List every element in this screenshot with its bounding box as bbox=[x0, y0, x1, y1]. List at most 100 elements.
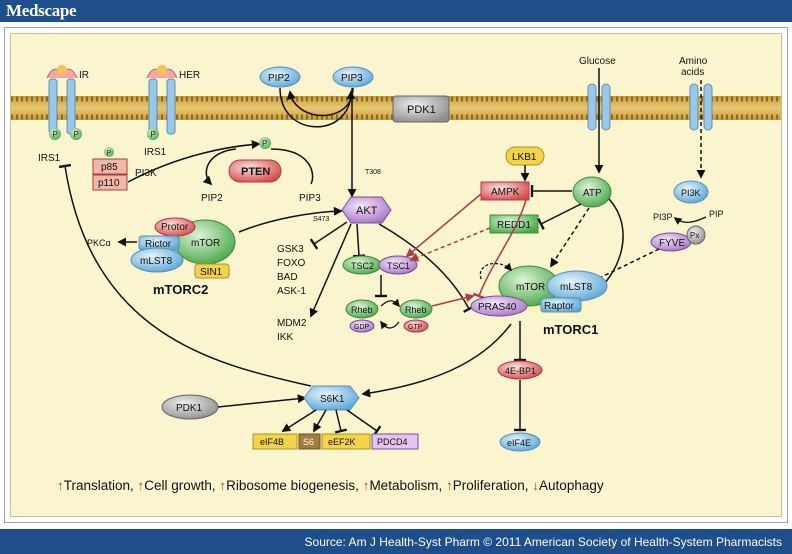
s6k1-to-s6-arrow bbox=[313, 409, 327, 433]
outcome-text: Proliferation, bbox=[453, 478, 529, 493]
mtorc1-feedback-loop bbox=[479, 262, 513, 280]
ampk-to-raptor-inhibit bbox=[472, 199, 527, 300]
redd1-to-tsc-arrow bbox=[409, 227, 491, 262]
rheb-to-mtorc1-arrow bbox=[431, 293, 475, 307]
outcome-arrow: ↑ bbox=[446, 478, 453, 493]
fyve-to-mtorc1-arrow bbox=[589, 248, 660, 283]
outcome-text: Cell growth, bbox=[144, 478, 215, 493]
px-node[interactable] bbox=[686, 225, 706, 245]
rheb-gtp-node[interactable] bbox=[399, 299, 433, 319]
pi3k-right-label: PI3K bbox=[681, 188, 701, 198]
pathway-svg: P P IR P HER Glucose Amino acids PIP2 PI… bbox=[11, 56, 781, 493]
eif4e-label: eIF4E bbox=[507, 438, 531, 448]
amino-acid-transporter[interactable] bbox=[689, 83, 713, 131]
pip2-membrane-label: PIP2 bbox=[268, 73, 290, 84]
tsc1-label: TSC1 bbox=[387, 261, 410, 271]
atp-node[interactable] bbox=[572, 176, 612, 208]
pip-right-label: PIP bbox=[709, 209, 724, 219]
redd1-label: REDD1 bbox=[497, 220, 531, 231]
pten-cycle-right bbox=[270, 148, 314, 185]
px-label: Px bbox=[690, 231, 699, 240]
pkca-label: PKCα bbox=[87, 238, 111, 248]
outcome-arrow: ↑ bbox=[57, 478, 64, 493]
s6k1-to-eef2k-inhibit bbox=[334, 409, 348, 434]
ampk-node[interactable] bbox=[480, 181, 530, 201]
akt-label: AKT bbox=[356, 205, 378, 217]
tsc1-node[interactable] bbox=[378, 255, 418, 275]
s6-box[interactable] bbox=[298, 433, 321, 450]
akt-to-tsc2-inhibit bbox=[352, 223, 366, 258]
mtorc2-complex[interactable] bbox=[130, 217, 236, 279]
akt-to-gsk3-inhibit bbox=[309, 221, 348, 250]
p-label: P bbox=[151, 130, 156, 139]
outcome-text: Autophagy bbox=[539, 478, 604, 493]
s473-label: S473 bbox=[313, 216, 329, 223]
pip3-membrane[interactable] bbox=[332, 66, 374, 88]
pten-label: PTEN bbox=[241, 166, 270, 178]
pdk1-membrane-label: PDK1 bbox=[407, 104, 436, 116]
s6-label: S6 bbox=[303, 437, 314, 447]
header-bar: Medscape bbox=[0, 0, 792, 22]
ikk-label: IKK bbox=[277, 332, 293, 343]
akt-to-pras40-inhibit bbox=[378, 223, 475, 313]
eif4b-box[interactable] bbox=[252, 433, 298, 450]
pip-to-pi3p-arrow bbox=[673, 216, 707, 225]
s6k1-label: S6K1 bbox=[320, 394, 345, 405]
pip2-membrane[interactable] bbox=[259, 66, 301, 88]
ir-receptor[interactable]: P P bbox=[46, 65, 82, 140]
outcome-text: Ribosome biogenesis, bbox=[226, 478, 359, 493]
p-dot bbox=[259, 137, 271, 149]
rictor-label: Rictor bbox=[145, 239, 172, 250]
p85-label: p85 bbox=[101, 162, 118, 173]
tsc2-label: TSC2 bbox=[351, 261, 374, 271]
outcome-arrow: ↑ bbox=[219, 478, 226, 493]
p-label: P bbox=[53, 130, 58, 139]
footer-bar: Source: Am J Health-Syst Pharm © 2011 Am… bbox=[0, 529, 792, 554]
pten-box[interactable] bbox=[228, 159, 282, 183]
ampk-to-tsc-arrow bbox=[405, 193, 482, 258]
4ebp1-node[interactable] bbox=[497, 360, 543, 380]
gtp-node[interactable] bbox=[403, 319, 429, 333]
p110-label: p110 bbox=[98, 178, 120, 189]
mdm2-label: MDM2 bbox=[277, 318, 307, 329]
foxo-label: FOXO bbox=[277, 258, 306, 269]
her-receptor[interactable]: P bbox=[146, 65, 178, 140]
pras40-label: PRAS40 bbox=[478, 302, 517, 313]
eef2k-box[interactable] bbox=[321, 433, 371, 450]
glucose-transporter[interactable] bbox=[587, 83, 611, 131]
pdk1-membrane-box[interactable] bbox=[392, 95, 450, 123]
source-citation: Source: Am J Health-Syst Pharm © 2011 Am… bbox=[304, 535, 782, 549]
rheb-gdp-node[interactable] bbox=[345, 299, 379, 319]
t308-label: T308 bbox=[365, 169, 381, 176]
mtorc2-to-akt-arrow bbox=[238, 206, 343, 233]
mtor2-label: mTOR bbox=[191, 238, 220, 249]
s6k1-node[interactable] bbox=[303, 385, 360, 411]
medscape-logo[interactable]: Medscape bbox=[6, 1, 77, 20]
raptor-label: Raptor bbox=[544, 301, 575, 312]
s6k1-to-eif4b-arrow bbox=[281, 409, 317, 432]
irs1-right-label: IRS1 bbox=[144, 147, 167, 158]
ask1-label: ASK-1 bbox=[277, 286, 306, 297]
s6k1-to-pdcd4-inhibit bbox=[346, 409, 382, 437]
rheb2-label: Rheb bbox=[405, 305, 427, 315]
glucose-label: Glucose bbox=[579, 56, 616, 67]
pi3k-right-node[interactable] bbox=[673, 180, 709, 204]
mtorc1-complex[interactable] bbox=[470, 265, 608, 324]
p-dot bbox=[104, 147, 114, 157]
eef2k-label: eEF2K bbox=[328, 437, 356, 447]
mlst8-1-label: mLST8 bbox=[560, 282, 593, 293]
gsk3-label: GSK3 bbox=[277, 244, 304, 255]
gdp-label: GDP bbox=[354, 324, 370, 331]
p110-box[interactable] bbox=[92, 174, 128, 191]
amino-label: Amino bbox=[679, 56, 708, 67]
p85-box[interactable] bbox=[92, 158, 128, 175]
gdp-node[interactable] bbox=[349, 319, 375, 333]
outcomes-line: ↑Translation, ↑Cell growth, ↑Ribosome bi… bbox=[57, 478, 604, 493]
ir-label: IR bbox=[79, 70, 89, 81]
pip3-membrane-label: PIP3 bbox=[341, 73, 363, 84]
pdcd4-box[interactable] bbox=[371, 433, 419, 450]
bad-label: BAD bbox=[277, 272, 298, 283]
eif4e-node[interactable] bbox=[499, 432, 541, 452]
outcome-arrow: ↓ bbox=[532, 478, 539, 493]
pdk1-to-s6k1-arrow bbox=[217, 394, 307, 408]
